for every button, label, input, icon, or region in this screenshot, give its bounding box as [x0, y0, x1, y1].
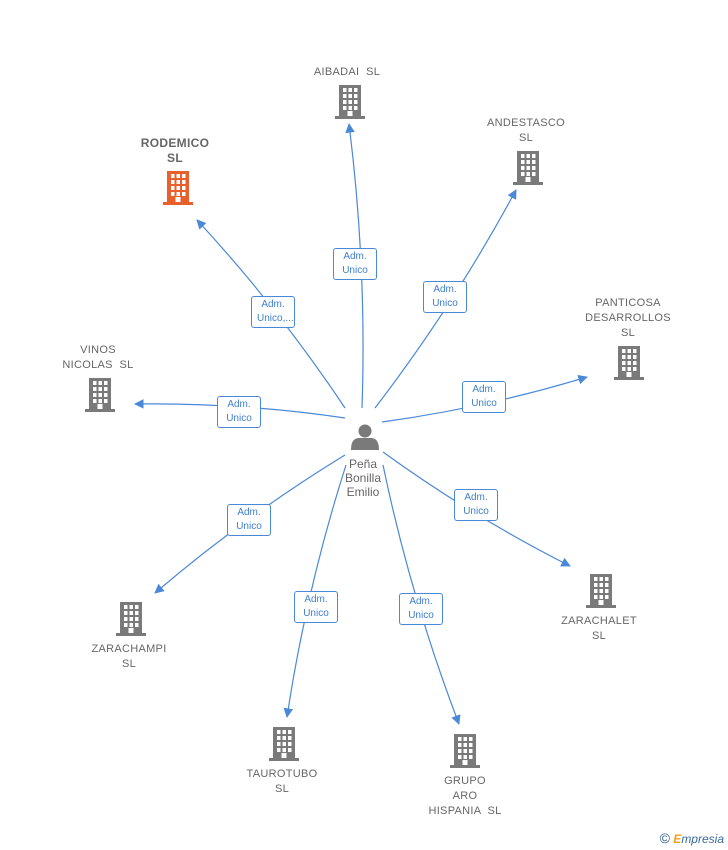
building-icon-panticosa[interactable] — [614, 346, 644, 380]
company-label-taurotubo[interactable]: TAUROTUBO SL — [202, 767, 362, 797]
edge-label-line: Adm. — [261, 299, 285, 310]
edge-label-line: Adm. — [304, 594, 328, 605]
edge-label-vinos[interactable]: Adm. Unico — [217, 396, 261, 428]
company-label-line: ARO — [452, 790, 478, 802]
edge-label-line: Adm. — [237, 507, 261, 518]
company-label-line: DESARROLLOS — [585, 312, 671, 324]
footer-brand: © Empresia — [660, 830, 724, 846]
company-label-vinos[interactable]: VINOS NICOLAS SL — [18, 343, 178, 373]
edge-label-grupo[interactable]: Adm. Unico — [399, 593, 443, 625]
company-label-line: VINOS — [80, 344, 116, 356]
company-label-line: SL — [518, 132, 534, 144]
company-label-line: RODEMICO — [140, 136, 210, 150]
edge-label-zarachampi[interactable]: Adm. Unico — [227, 504, 271, 536]
edge-label-andestasco[interactable]: Adm. Unico — [423, 281, 467, 313]
edge-label-line: Adm. — [227, 399, 251, 410]
edge-label-line: Unico — [463, 506, 489, 517]
company-label-aibadai[interactable]: AIBADAI SL — [267, 65, 427, 80]
copyright-symbol: © — [659, 830, 670, 846]
edge-label-line: Unico — [226, 413, 252, 424]
edge-label-zarachalet[interactable]: Adm. Unico — [454, 489, 498, 521]
building-icon-zarachalet[interactable] — [586, 574, 616, 608]
company-label-line: SL — [274, 783, 290, 795]
nodes-layer — [85, 85, 644, 768]
company-label-andestasco[interactable]: ANDESTASCO SL — [446, 116, 606, 146]
person-label-line: Peña — [348, 457, 378, 471]
brand-name: mpresia — [681, 832, 724, 846]
building-icon-andestasco[interactable] — [513, 151, 543, 185]
edge-label-line: Unico — [303, 608, 329, 619]
company-label-zarachalet[interactable]: ZARACHALET SL — [519, 614, 679, 644]
company-label-line: HISPANIA SL — [428, 805, 502, 817]
edge-line-taurotubo — [283, 464, 347, 718]
company-label-line: ZARACHAMPI — [91, 643, 167, 655]
person-label-line: Emilio — [346, 485, 380, 499]
edge-label-line: Adm. — [433, 284, 457, 295]
edge-label-line: Adm. — [409, 596, 433, 607]
company-label-line: SL — [121, 658, 137, 670]
edge-label-line: Unico — [342, 265, 368, 276]
edge-label-aibadai[interactable]: Adm. Unico — [333, 248, 377, 280]
edge-label-rodemico[interactable]: Adm. Unico,... — [251, 296, 295, 328]
company-label-zarachampi[interactable]: ZARACHAMPI SL — [49, 642, 209, 672]
brand-initial: E — [673, 832, 682, 846]
person-label-line: Bonilla — [344, 471, 382, 485]
edge-label-line: Unico — [432, 298, 458, 309]
edge-label-taurotubo[interactable]: Adm. Unico — [294, 591, 338, 623]
company-label-line: ANDESTASCO — [487, 117, 565, 129]
edge-label-line: Adm. — [464, 492, 488, 503]
building-icon-zarachampi[interactable] — [116, 602, 146, 636]
building-icon-grupo[interactable] — [450, 734, 480, 768]
edge-label-panticosa[interactable]: Adm. Unico — [462, 381, 506, 413]
edge-label-line: Unico — [471, 398, 497, 409]
edge-label-line: Adm. — [343, 251, 367, 262]
company-label-line: AIBADAI SL — [313, 66, 381, 78]
building-icon-vinos[interactable] — [85, 378, 115, 412]
building-icon-aibadai[interactable] — [335, 85, 365, 119]
company-label-line: NICOLAS SL — [62, 359, 134, 371]
company-label-line: TAUROTUBO — [246, 768, 318, 780]
company-label-line: GRUPO — [444, 775, 486, 787]
building-icon-taurotubo[interactable] — [269, 727, 299, 761]
edge-label-line: Adm. — [472, 384, 496, 395]
company-label-grupo[interactable]: GRUPO ARO HISPANIA SL — [385, 774, 545, 819]
edge-label-line: Unico — [408, 610, 434, 621]
company-label-line: SL — [620, 327, 636, 339]
building-icon-rodemico[interactable] — [163, 171, 193, 205]
company-label-line: ZARACHALET — [561, 615, 637, 627]
company-label-panticosa[interactable]: PANTICOSA DESARROLLOS SL — [548, 296, 708, 341]
edge-label-line: Unico,... — [257, 313, 294, 324]
company-label-line: PANTICOSA — [595, 297, 661, 309]
person-icon[interactable] — [351, 424, 379, 451]
company-label-line: SL — [591, 630, 607, 642]
edge-label-line: Unico — [236, 521, 262, 532]
company-label-line: SL — [167, 151, 183, 165]
